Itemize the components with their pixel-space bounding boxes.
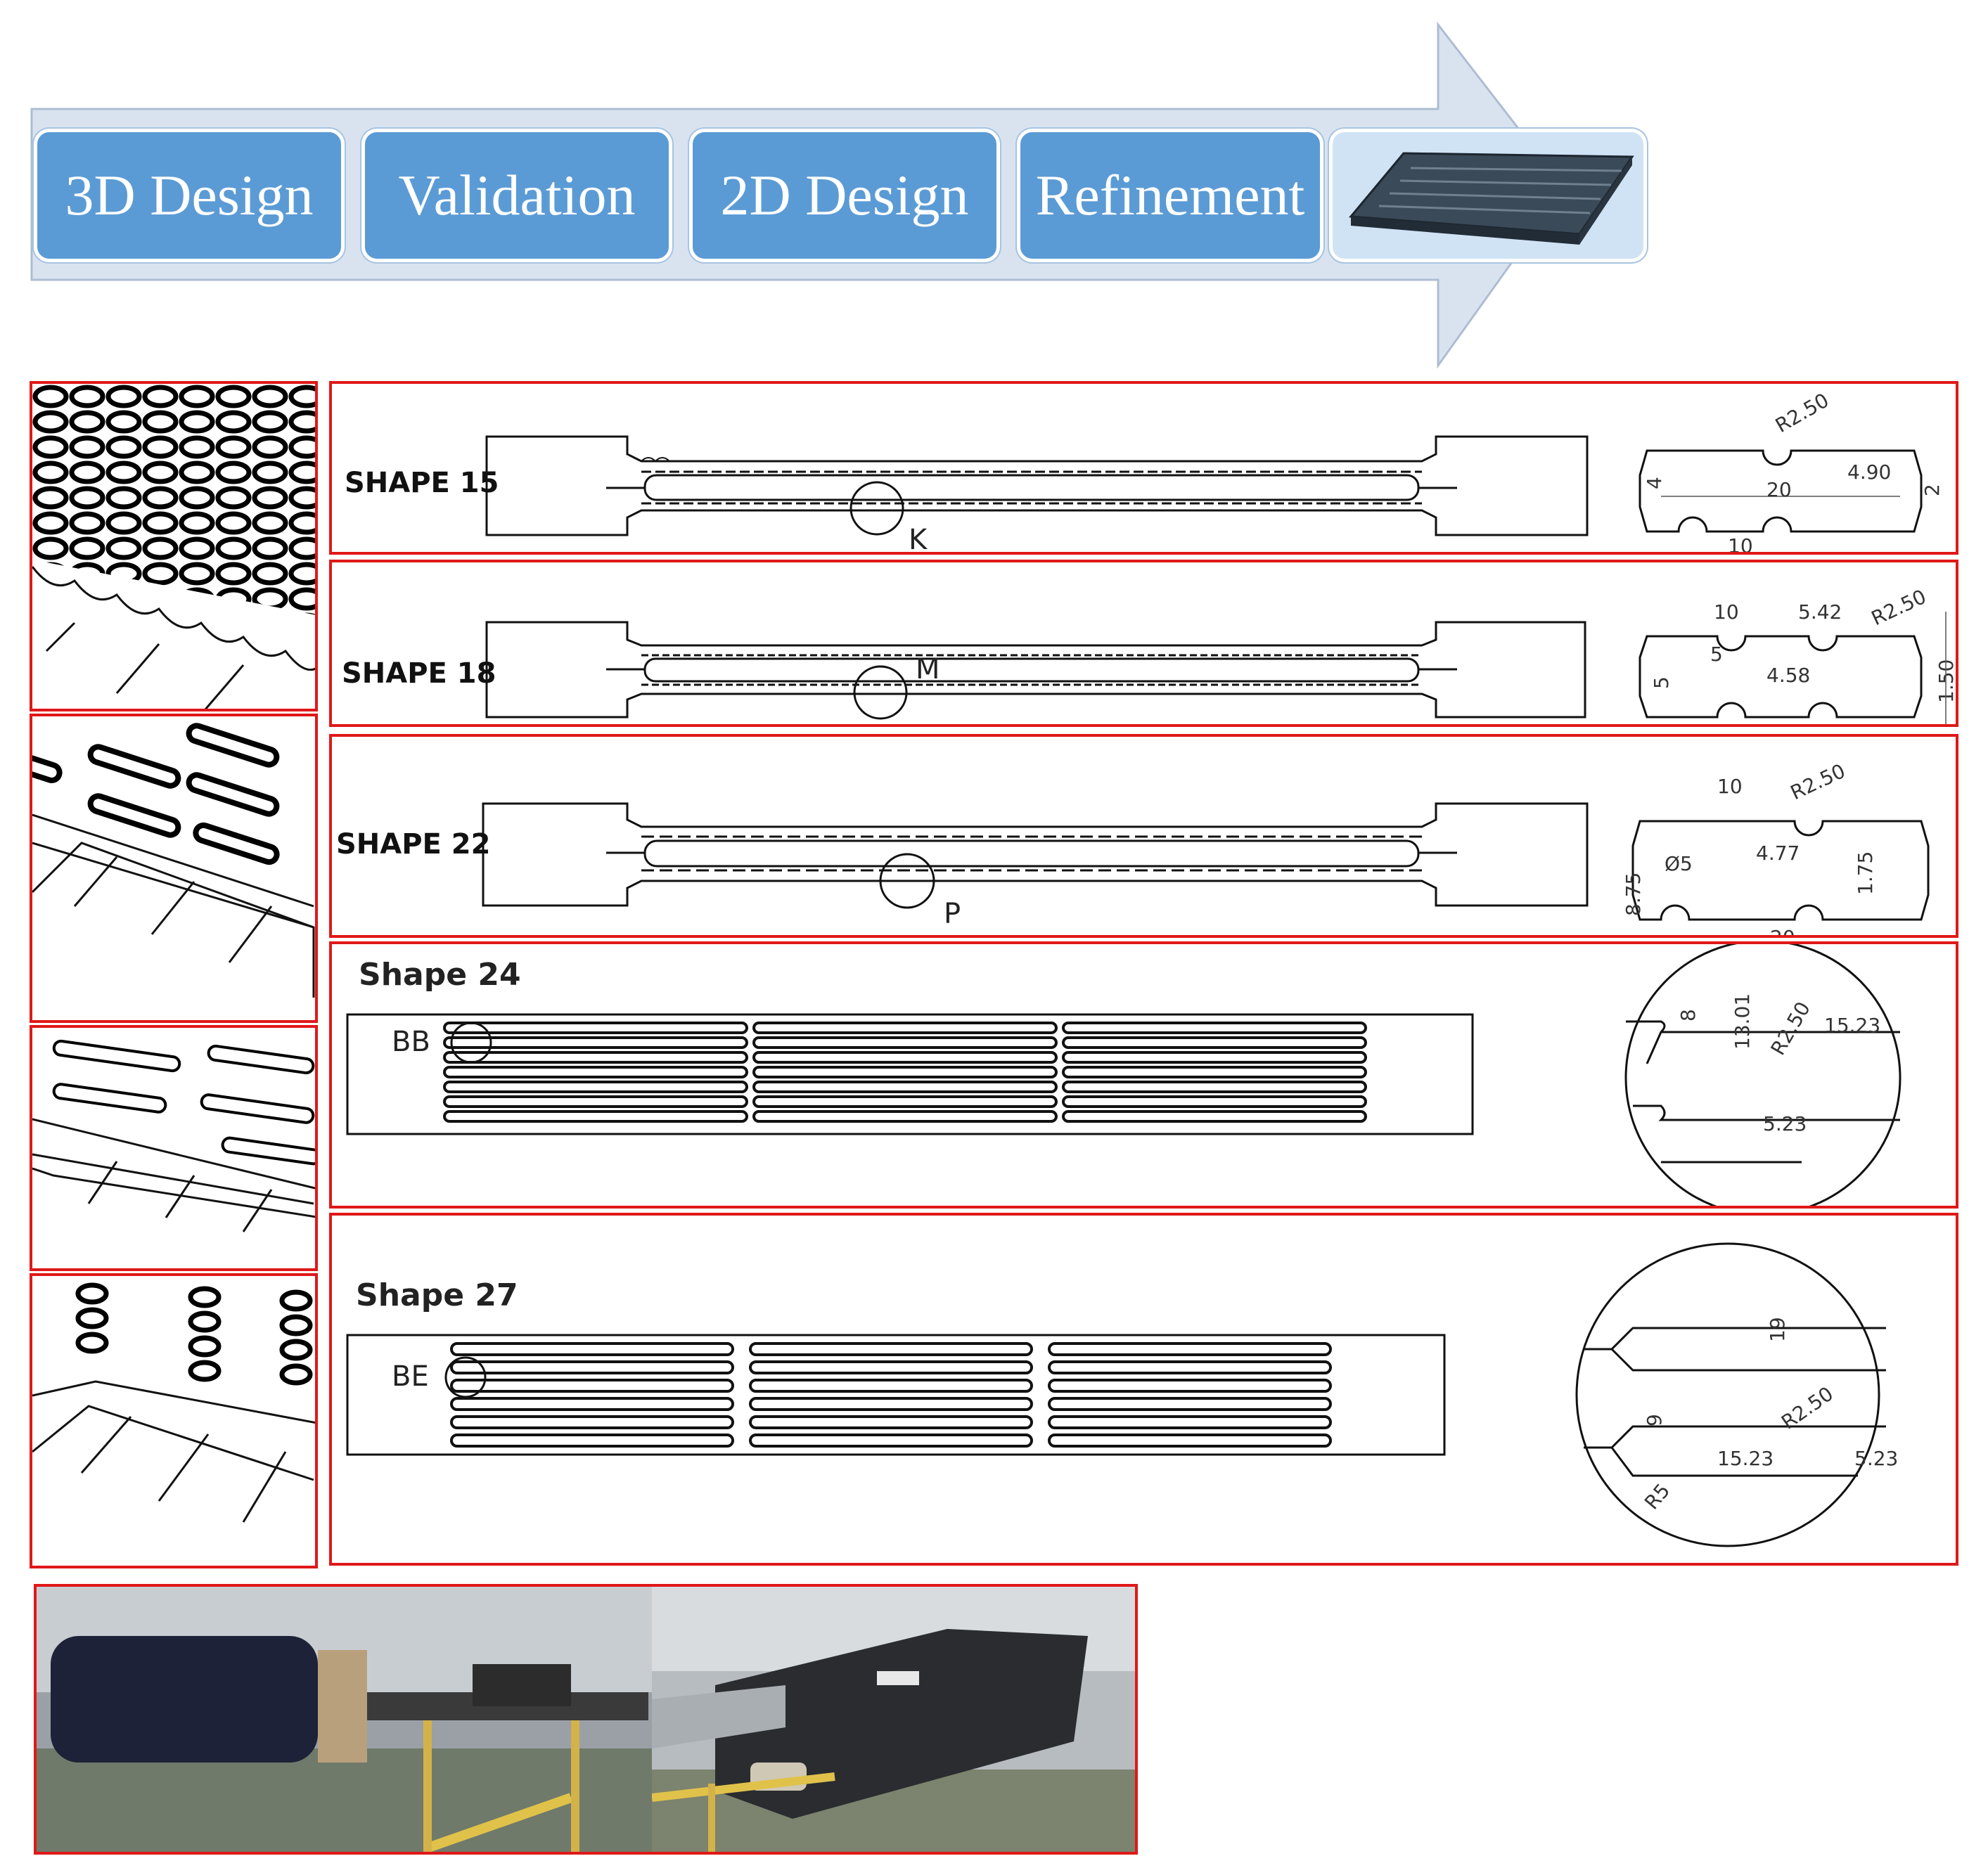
shape-title: SHAPE 18 (342, 657, 496, 690)
step-label: 2D Design (720, 163, 969, 227)
step-validation: Validation (361, 129, 672, 262)
detail-label: BB (392, 1026, 430, 1058)
dim-490: 4.90 (1847, 460, 1891, 484)
sketch-long-slots (30, 1025, 318, 1271)
step-3d-design: 3D Design (34, 129, 345, 262)
dim-r250: R2.50 (1766, 998, 1814, 1059)
detail-label: BE (392, 1360, 429, 1393)
drop-hole-pattern (32, 1282, 315, 1523)
shape-15-panel: SHAPE 15 K R2.50 4.90 20 4 2 10 (329, 381, 1958, 555)
dim-19: 19 (1766, 1317, 1789, 1342)
photo-strip (34, 1584, 1138, 1855)
dim-r5: R5 (1640, 1479, 1674, 1514)
dim-150: 1.50 (1935, 659, 1958, 703)
sketch-ellipse-holes (30, 381, 318, 711)
detail-label: M (916, 653, 940, 685)
shape-title: Shape 27 (356, 1277, 518, 1313)
dim-875: 8.75 (1622, 872, 1645, 916)
dim-r250: R2.50 (1787, 759, 1849, 804)
step-refinement: Refinement (1017, 129, 1323, 262)
test-rig-photo (652, 1587, 1135, 1852)
shape-22-panel: SHAPE 22 P 10 R2.50 8.75 Ø5 4.77 1.75 20 (329, 734, 1958, 938)
dim-20: 20 (1766, 478, 1792, 501)
shape-22-drawing: P 10 R2.50 8.75 Ø5 4.77 1.75 20 (482, 759, 1930, 938)
step-2d-design: 2D Design (689, 129, 1000, 262)
dim-r250: R2.50 (1868, 585, 1930, 630)
dim-1523: 15.23 (1717, 1447, 1774, 1470)
dim-r250: R2.50 (1771, 389, 1833, 437)
shape-title: SHAPE 22 (336, 828, 491, 861)
long-slot-pattern (32, 1039, 315, 1232)
dim-458: 4.58 (1766, 664, 1810, 687)
dim-8: 8 (1676, 1009, 1700, 1022)
dim-1523: 15.23 (1824, 1014, 1880, 1037)
sketch-drop-holes (30, 1273, 318, 1568)
shape-24-panel: Shape 24 BB 8 13.01 R2.50 15.23 5.23 (329, 941, 1958, 1209)
dim-4: 4 (1643, 477, 1666, 489)
dim-523: 5.23 (1763, 1112, 1807, 1135)
shape-18-drawing: M 10 5.42 R2.50 5 4.58 5 1.50 (485, 585, 1958, 724)
dim-10: 10 (1714, 600, 1739, 624)
wind-tunnel-photo (37, 1587, 652, 1852)
shape-27-drawing: BE 19 9 R2.50 R5 15.23 5.23 (346, 1242, 1898, 1547)
shape-title: SHAPE 15 (345, 467, 499, 499)
slot-hole-pattern (32, 723, 315, 998)
dim-542: 5.42 (1798, 600, 1842, 624)
step-label: Validation (398, 163, 636, 227)
dim-10: 10 (1717, 775, 1743, 798)
shape-27-panel: Shape 27 BE 19 9 R2.50 R5 15.23 5.23 (329, 1213, 1958, 1566)
step-label: Refinement (1035, 163, 1305, 227)
dim-5b: 5 (1710, 643, 1723, 666)
shape-18-panel: SHAPE 18 M 10 5.42 R2.50 5 4.58 5 1.50 (329, 560, 1958, 727)
step-final-model (1329, 129, 1647, 262)
dim-o5: Ø5 (1665, 852, 1693, 875)
dim-20: 20 (1770, 926, 1795, 938)
dim-1301: 13.01 (1731, 993, 1754, 1050)
shape-title: Shape 24 (359, 957, 521, 993)
sketch-slot-holes (30, 714, 318, 1023)
dim-9: 9 (1643, 1414, 1666, 1426)
ellipse-hole-pattern (32, 384, 315, 709)
detail-label: P (944, 898, 961, 930)
dim-523: 5.23 (1854, 1447, 1898, 1470)
shape-24-drawing: BB 8 13.01 R2.50 15.23 5.23 (346, 944, 1902, 1206)
dim-175: 1.75 (1854, 851, 1877, 895)
shape-15-drawing: K R2.50 4.90 20 4 2 10 (485, 389, 1944, 555)
step-label: 3D Design (65, 163, 314, 227)
plate-3d-model-icon (1348, 152, 1634, 245)
dim-10: 10 (1728, 534, 1753, 555)
dim-5a: 5 (1650, 676, 1673, 689)
dim-477: 4.77 (1756, 842, 1800, 865)
detail-label: K (909, 524, 928, 555)
dim-2: 2 (1920, 484, 1944, 496)
